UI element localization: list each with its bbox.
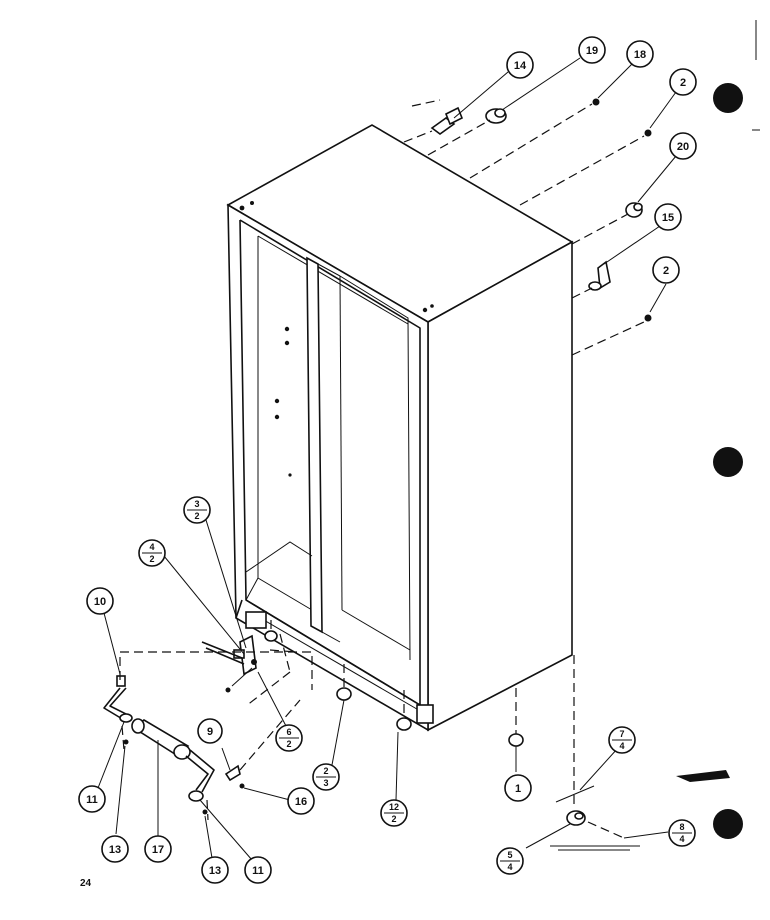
bushing-part <box>625 202 643 218</box>
callout-14: 14 <box>506 51 534 79</box>
door-closer-assembly <box>97 612 313 861</box>
top-hinge-parts <box>403 57 677 356</box>
binding-hole-middle <box>713 447 743 477</box>
svg-text:11: 11 <box>86 794 98 806</box>
svg-text:2: 2 <box>194 511 199 521</box>
svg-text:3: 3 <box>323 778 328 788</box>
fraction-callout-4-2: 4 2 <box>138 539 166 567</box>
callout-2: 2 <box>669 68 697 96</box>
svg-text:10: 10 <box>94 596 106 608</box>
callout-17: 17 <box>144 835 172 863</box>
screw-part <box>644 129 652 137</box>
hinge-bracket-part <box>588 260 611 291</box>
page-number: 24 <box>80 878 92 889</box>
callout-2: 2 <box>652 256 680 284</box>
svg-text:6: 6 <box>286 727 291 737</box>
svg-text:13: 13 <box>209 865 221 877</box>
fraction-callout-12-2: 12 2 <box>380 799 408 827</box>
svg-text:4: 4 <box>149 542 154 552</box>
scan-artifacts <box>676 20 760 782</box>
svg-text:2: 2 <box>286 739 291 749</box>
svg-text:3: 3 <box>194 499 199 509</box>
callout-18: 18 <box>626 40 654 68</box>
fraction-callout-3-2: 3 2 <box>183 496 211 524</box>
refrigerator-cabinet <box>226 124 574 732</box>
binding-hole-bottom <box>713 809 743 839</box>
svg-text:20: 20 <box>677 141 689 153</box>
svg-text:16: 16 <box>295 796 307 808</box>
callout-20: 20 <box>669 132 697 160</box>
svg-text:4: 4 <box>619 741 624 751</box>
callout-11: 11 <box>78 785 106 813</box>
svg-text:2: 2 <box>663 265 669 277</box>
svg-text:14: 14 <box>514 60 527 72</box>
fraction-callout-2-3: 2 3 <box>312 763 340 791</box>
callout-1: 1 <box>504 774 532 802</box>
callout-9: 9 <box>197 718 223 744</box>
fraction-callout-7-4: 7 4 <box>608 726 636 754</box>
svg-text:4: 4 <box>679 834 684 844</box>
callout-13: 13 <box>101 835 129 863</box>
callout-11: 11 <box>244 856 272 884</box>
svg-text:4: 4 <box>507 862 512 872</box>
callout-15: 15 <box>654 203 682 231</box>
svg-text:1: 1 <box>515 783 521 795</box>
svg-text:7: 7 <box>619 729 624 739</box>
svg-text:2: 2 <box>149 554 154 564</box>
svg-text:8: 8 <box>679 822 684 832</box>
svg-text:13: 13 <box>109 844 121 856</box>
svg-text:2: 2 <box>391 814 396 824</box>
leveling-legs <box>264 620 524 801</box>
screw-part <box>592 98 600 106</box>
svg-text:9: 9 <box>207 726 213 738</box>
fraction-callout-8-4: 8 4 <box>668 819 696 847</box>
hinge-pin-part <box>430 106 464 135</box>
svg-text:5: 5 <box>507 850 512 860</box>
lower-hinge-assembly <box>163 519 297 727</box>
svg-text:11: 11 <box>252 865 264 877</box>
callout-10: 10 <box>86 587 114 615</box>
callout-13: 13 <box>201 856 229 884</box>
svg-text:12: 12 <box>389 802 399 812</box>
svg-text:17: 17 <box>152 844 164 856</box>
binding-hole-top <box>713 83 743 113</box>
svg-text:2: 2 <box>323 766 328 776</box>
callout-16: 16 <box>287 787 315 815</box>
fraction-callout-6-2: 6 2 <box>275 724 303 752</box>
svg-text:15: 15 <box>662 212 674 224</box>
cap-part <box>116 675 126 687</box>
svg-text:19: 19 <box>586 45 598 57</box>
svg-text:2: 2 <box>680 77 686 89</box>
fraction-callout-5-4: 5 4 <box>496 847 524 875</box>
callout-19: 19 <box>578 36 606 64</box>
svg-text:18: 18 <box>634 49 646 61</box>
roller-assembly <box>525 655 669 851</box>
screw-part <box>644 314 652 322</box>
bushing-part <box>485 108 507 124</box>
